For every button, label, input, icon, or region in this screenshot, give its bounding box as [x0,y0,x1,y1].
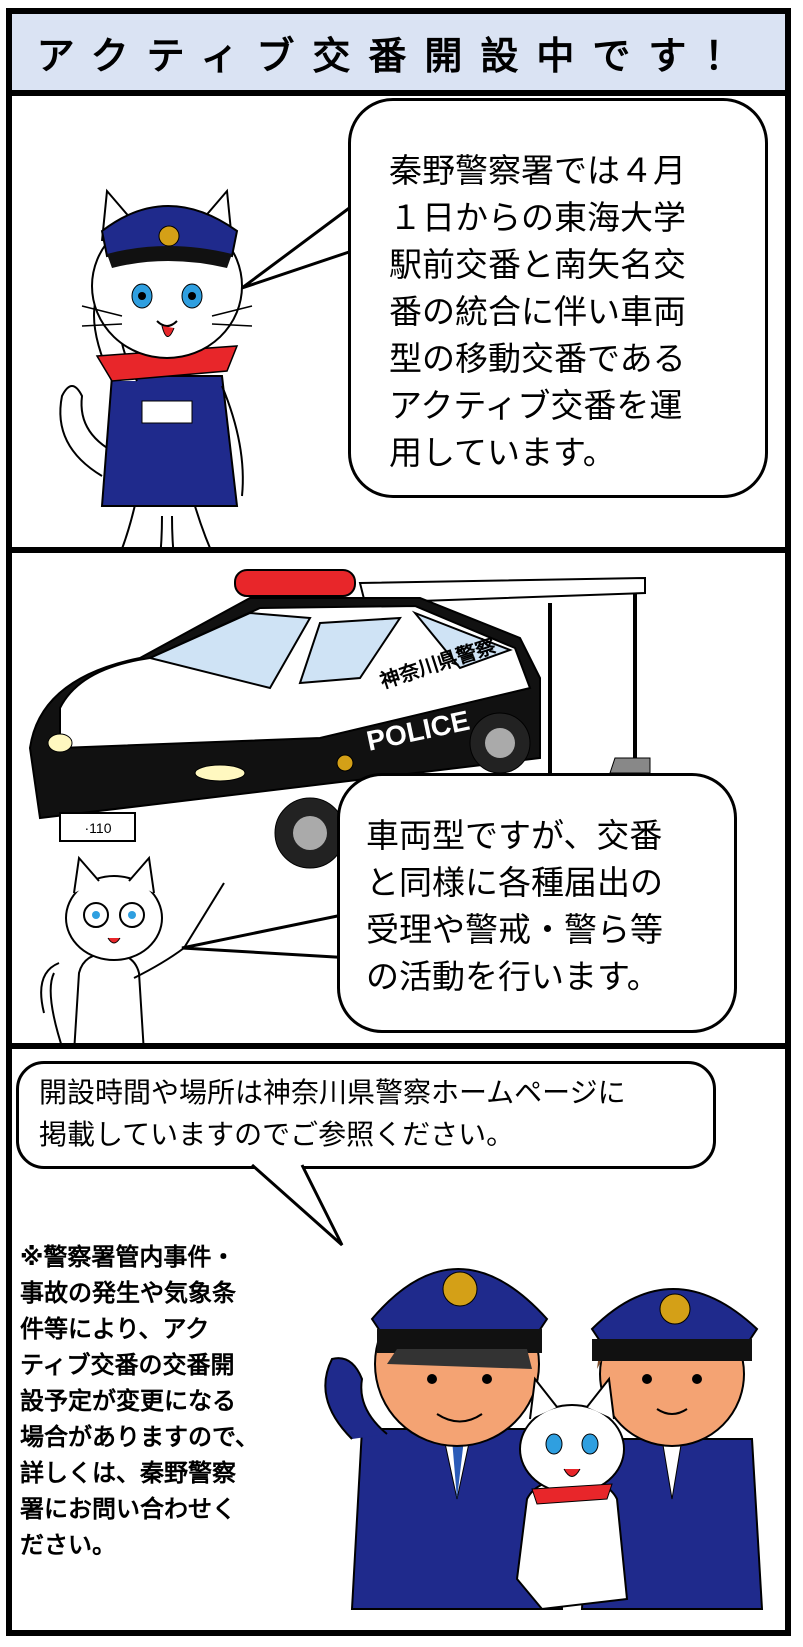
police-car-illustration: ·110 神奈川県警察 POLICE [28,569,651,869]
page-title: アクティブ交番開設中です！ [36,33,761,78]
panel-3: 開設時間や場所は神奈川県警察ホームページに 掲載していますのでご参照ください。 … [12,1049,785,1630]
panel-divider-1 [6,547,791,553]
speech-bubble-3: 開設時間や場所は神奈川県警察ホームページに 掲載していますのでご参照ください。 [16,1061,716,1169]
speech-bubble-1: 秦野警察署では４月 １日からの東海大学 駅前交番と南矢名交 番の統合に伴い車両 … [348,98,768,498]
speech-tail-3 [251,1163,344,1247]
notice-text: ※警察署管内事件・ 事故の発生や気象条 件等により、アク ティブ交番の交番開 設… [20,1243,260,1559]
police-officers-illustration [324,1268,764,1611]
speech-tail-1 [241,204,353,290]
police-cat-character [59,188,253,607]
speech-tail-2 [181,911,353,960]
panel-divider-2 [6,1043,791,1049]
title-bar: アクティブ交番開設中です！ [6,8,791,96]
speech-bubble-2: 車両型ですが、交番 と同様に各種届出の 受理や警戒・警ら等 の活動を行います。 [337,773,737,1033]
plate-text: ·110 [85,820,112,836]
panel-2: ·110 神奈川県警察 POLICE 車両型ですが、交番 と同様に各種届出の 受… [12,553,785,1054]
speech-text-3: 開設時間や場所は神奈川県警察ホームページに 掲載していますのでご参照ください。 [39,1076,626,1151]
speech-text-1: 秦野警察署では４月 １日からの東海大学 駅前交番と南矢名交 番の統合に伴い車両 … [389,151,686,472]
panel-1: 秦野警察署では４月 １日からの東海大学 駅前交番と南矢名交 番の統合に伴い車両 … [12,96,785,607]
teacher-cat-character [40,855,225,1054]
speech-text-2: 車両型ですが、交番 と同様に各種届出の 受理や警戒・警ら等 の活動を行います。 [366,816,663,996]
